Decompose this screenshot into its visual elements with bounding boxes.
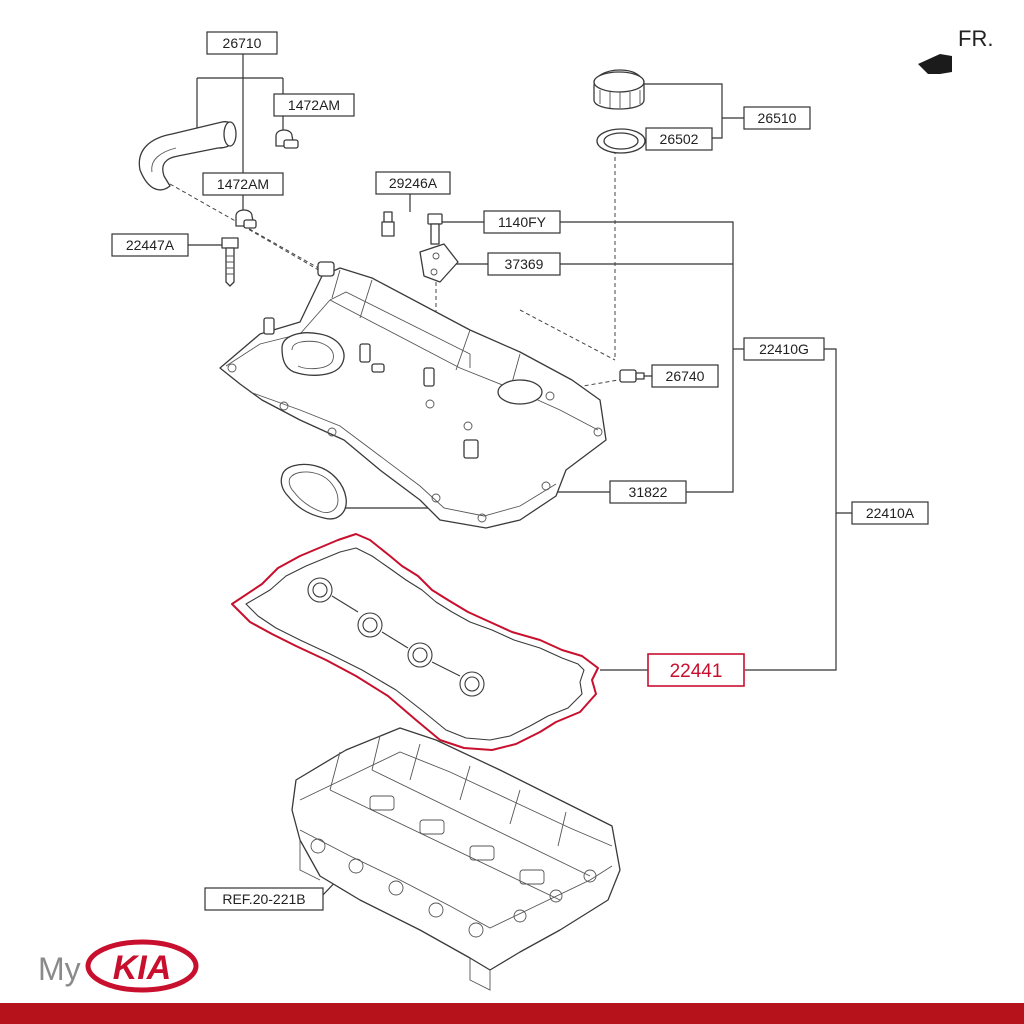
- cylinder-head-cover: [219, 261, 607, 529]
- kia-oval-icon: [85, 939, 199, 993]
- callout-37369[interactable]: 37369: [487, 252, 561, 276]
- callout-22441-text: 22441: [670, 661, 723, 682]
- front-label: FR.: [958, 26, 993, 51]
- hose-clip-top: [275, 129, 299, 149]
- callout-22410g-text: 22410G: [759, 341, 809, 357]
- callout-1472am-top[interactable]: 1472AM: [273, 93, 355, 117]
- callout-26510-text: 26510: [758, 110, 797, 126]
- callout-22447a-text: 22447A: [126, 237, 175, 253]
- callout-26710[interactable]: 26710: [206, 31, 278, 55]
- callout-29246a[interactable]: 29246A: [375, 171, 451, 195]
- callout-29246a-text: 29246A: [389, 175, 438, 191]
- callout-37369-text: 37369: [505, 256, 544, 272]
- callout-26510[interactable]: 26510: [743, 106, 811, 130]
- callout-26740[interactable]: 26740: [651, 364, 719, 388]
- pcv-hose: [138, 121, 237, 191]
- oil-filler-cap: [593, 69, 645, 110]
- callout-22410a[interactable]: 22410A: [851, 501, 929, 525]
- callout-22447a[interactable]: 22447A: [111, 233, 189, 257]
- callout-31822-text: 31822: [629, 484, 668, 500]
- cap-seal-ring: [596, 128, 646, 154]
- callout-26740-text: 26740: [666, 368, 705, 384]
- front-arrow-icon: [918, 54, 952, 74]
- callout-31822[interactable]: 31822: [609, 480, 687, 504]
- callout-1472am-mid-text: 1472AM: [217, 176, 269, 192]
- cylinder-head-ref: [291, 727, 621, 991]
- sensor-26740: [619, 369, 645, 383]
- callout-26710-text: 26710: [223, 35, 262, 51]
- callout-22410a-text: 22410A: [866, 505, 915, 521]
- valve-cover-gasket-22441: [231, 533, 599, 751]
- kia-logo-text: KIA: [113, 949, 172, 987]
- callout-ref-text: REF.20-221B: [222, 891, 305, 907]
- callout-26502-text: 26502: [660, 131, 699, 147]
- bolt-22447a: [221, 237, 239, 287]
- bolt-1140fy: [427, 213, 443, 245]
- hose-clip-mid: [235, 209, 257, 229]
- sensor-29246a: [381, 211, 395, 237]
- front-direction-indicator: FR.: [918, 26, 993, 74]
- mykia-logo: My KIA: [38, 939, 199, 993]
- callout-ref-20-221b[interactable]: REF.20-221B: [204, 887, 324, 911]
- callout-1140fy[interactable]: 1140FY: [483, 210, 561, 234]
- callout-1140fy-text: 1140FY: [498, 214, 547, 230]
- brand-prefix: My: [38, 951, 81, 987]
- callout-22441-highlighted[interactable]: 22441: [647, 653, 745, 687]
- brand-bar: [0, 1003, 1024, 1024]
- callout-1472am-mid[interactable]: 1472AM: [202, 172, 284, 196]
- breather-gasket-31822: [280, 463, 347, 520]
- callout-22410g[interactable]: 22410G: [743, 337, 825, 361]
- bracket-37369: [419, 243, 459, 283]
- callout-1472am-top-text: 1472AM: [288, 97, 340, 113]
- callout-26502[interactable]: 26502: [645, 127, 713, 151]
